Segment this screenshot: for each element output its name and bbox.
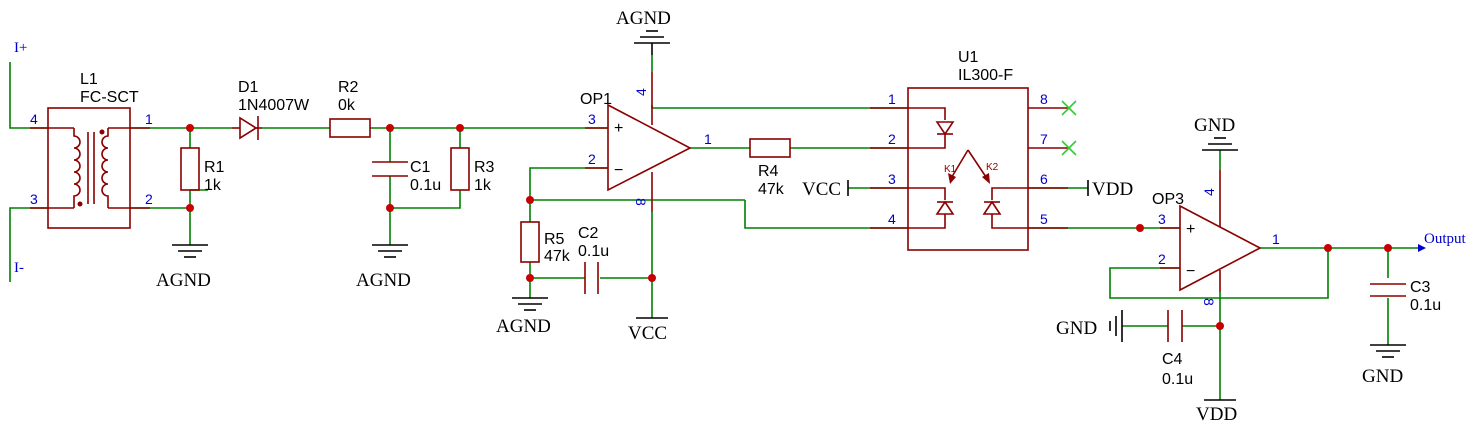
net-label-gnd: GND xyxy=(1056,318,1097,339)
net-label-agnd: AGND xyxy=(616,8,671,29)
input-label-minus: I- xyxy=(14,260,24,276)
resistor-r3 xyxy=(450,147,470,191)
net-label-vcc: VCC xyxy=(802,179,841,200)
r4-value: 47k xyxy=(758,181,785,198)
c3-value: 0.1u xyxy=(1410,297,1441,314)
op1-pin-3: 3 xyxy=(588,111,596,127)
input-label-plus: I+ xyxy=(14,40,27,56)
c2-ref: C2 xyxy=(578,225,599,242)
op3-pin-4: 4 xyxy=(1201,188,1217,196)
r2-value: 0k xyxy=(338,97,356,114)
op1-pin-1: 1 xyxy=(704,131,712,147)
opamp-op3 xyxy=(1160,170,1262,292)
u1-value: IL300-F xyxy=(958,67,1013,84)
c4-ref: C4 xyxy=(1162,351,1183,368)
c1-value: 0.1u xyxy=(410,177,441,194)
u1-pin-8: 8 xyxy=(1040,91,1048,107)
op3-pin-2: 2 xyxy=(1158,251,1166,267)
c2-value: 0.1u xyxy=(578,243,609,260)
ground-symbol xyxy=(1370,344,1406,358)
ground-symbol xyxy=(1202,137,1238,151)
u1-k2-label: K2 xyxy=(986,162,999,173)
l1-pin-3: 3 xyxy=(30,191,38,207)
wires xyxy=(9,55,1420,400)
capacitor-c3 xyxy=(1370,283,1406,297)
resistor-r1 xyxy=(180,147,200,191)
ground-symbol xyxy=(512,297,548,311)
op1-pin-4: 4 xyxy=(633,88,649,96)
diode-d1 xyxy=(232,116,262,140)
u1-pin-7: 7 xyxy=(1040,131,1048,147)
r5-ref: R5 xyxy=(544,231,565,248)
output-label: Output xyxy=(1424,231,1467,247)
no-connect-pin8 xyxy=(1061,100,1077,116)
op1-plus-sign: + xyxy=(614,120,623,137)
d1-value: 1N4007W xyxy=(238,97,310,114)
r1-value: 1k xyxy=(204,177,222,194)
op1-pin-2: 2 xyxy=(588,151,596,167)
op3-pin-3: 3 xyxy=(1158,211,1166,227)
l1-ref: L1 xyxy=(80,71,98,88)
op1-pin-8: 8 xyxy=(633,198,649,206)
net-label-vdd: VDD xyxy=(1092,179,1133,200)
u1-pin-3: 3 xyxy=(888,171,896,187)
l1-pin-2: 2 xyxy=(145,191,153,207)
r5-value: 47k xyxy=(544,248,571,265)
resistor-r2 xyxy=(329,118,371,138)
r2-ref: R2 xyxy=(338,79,359,96)
op3-ref: OP3 xyxy=(1152,191,1184,208)
u1-pin-1: 1 xyxy=(888,91,896,107)
ground-symbol xyxy=(1109,310,1123,342)
l1-value: FC-SCT xyxy=(80,89,139,106)
net-label-agnd: AGND xyxy=(356,270,411,291)
optocoupler-u1 xyxy=(870,87,1068,251)
net-label-vdd: VDD xyxy=(1196,404,1237,425)
u1-k1-label: K1 xyxy=(944,164,957,175)
resistor-r5 xyxy=(520,221,540,263)
u1-ref: U1 xyxy=(958,49,979,66)
r3-value: 1k xyxy=(474,177,492,194)
u1-pin-6: 6 xyxy=(1040,171,1048,187)
ground-symbol xyxy=(172,244,208,258)
op1-minus-sign: − xyxy=(614,162,623,179)
net-label-vcc: VCC xyxy=(628,323,667,344)
net-label-gnd: GND xyxy=(1194,115,1235,136)
u1-pin-2: 2 xyxy=(888,131,896,147)
l1-pin-1: 1 xyxy=(145,111,153,127)
op1-ref: OP1 xyxy=(580,91,612,108)
c3-ref: C3 xyxy=(1410,279,1431,296)
op3-pin-1: 1 xyxy=(1272,231,1280,247)
l1-pin-4: 4 xyxy=(30,111,38,127)
capacitor-c4 xyxy=(1167,310,1183,342)
op3-plus-sign: + xyxy=(1186,221,1195,238)
op3-pin-8: 8 xyxy=(1201,298,1217,306)
resistor-r4 xyxy=(749,138,791,158)
r4-ref: R4 xyxy=(758,163,779,180)
junctions xyxy=(186,124,1392,330)
u1-pin-4: 4 xyxy=(888,211,896,227)
c4-value: 0.1u xyxy=(1162,371,1193,388)
capacitor-c2 xyxy=(584,262,599,294)
opamp-op1 xyxy=(585,72,692,212)
op3-minus-sign: − xyxy=(1186,263,1195,280)
u1-pin-5: 5 xyxy=(1040,211,1048,227)
d1-ref: D1 xyxy=(238,79,259,96)
ground-symbol xyxy=(372,244,408,258)
output-port: Output xyxy=(1418,231,1467,252)
net-label-agnd: AGND xyxy=(156,270,211,291)
r1-ref: R1 xyxy=(204,159,225,176)
c1-ref: C1 xyxy=(410,159,431,176)
r3-ref: R3 xyxy=(474,159,495,176)
transformer-l1 xyxy=(30,107,150,229)
no-connect-pin7 xyxy=(1061,140,1077,156)
net-label-agnd: AGND xyxy=(496,316,551,337)
capacitor-c1 xyxy=(372,161,408,177)
ground-symbol xyxy=(634,30,670,55)
net-label-gnd: GND xyxy=(1362,366,1403,387)
